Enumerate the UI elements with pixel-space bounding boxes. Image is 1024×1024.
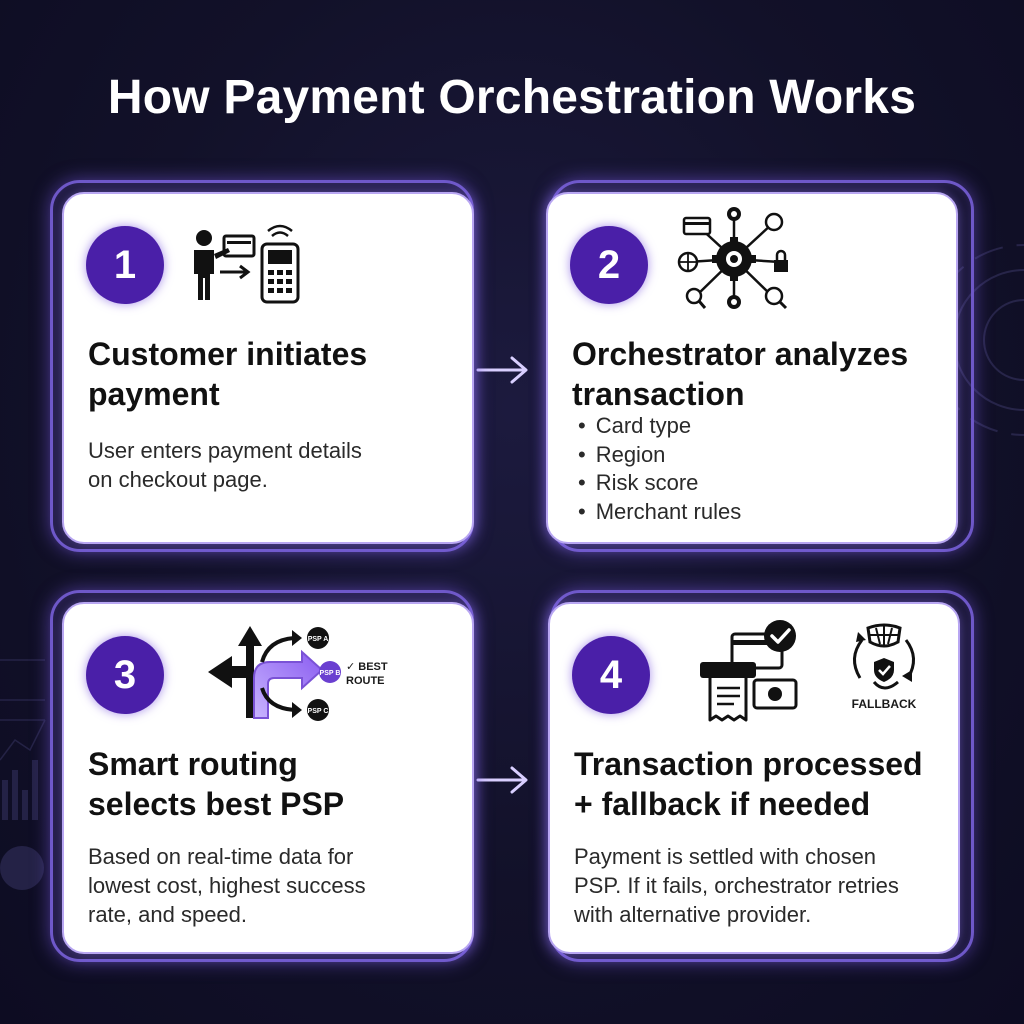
gear-network-icon	[677, 207, 788, 310]
step-number: 3	[86, 636, 164, 714]
list-item: Region	[578, 441, 741, 470]
step-number: 2	[570, 226, 648, 304]
customer-terminal-icon	[194, 224, 300, 304]
step-heading: Smart routing selects best PSP	[88, 746, 345, 822]
step-4-card: 4 FALLBACK Transaction processed + fallb…	[548, 602, 960, 954]
connector-arrow-3-4	[476, 766, 528, 794]
best-route-label: ✓ BEST	[346, 661, 388, 673]
step-description: Based on real-time data for lowest cost,…	[88, 844, 366, 927]
psp-c-label: PSP C	[308, 708, 329, 715]
criteria-list: Card type Region Risk score Merchant rul…	[578, 412, 742, 527]
psp-a-label: PSP A	[308, 636, 329, 643]
fallback-label: FALLBACK	[852, 697, 917, 711]
step-number: 4	[572, 636, 650, 714]
best-route-label-2: ROUTE	[346, 675, 385, 687]
list-item: Risk score	[578, 469, 741, 498]
step-description: User enters payment details on checkout …	[88, 438, 362, 492]
step-heading: Orchestrator analyzes transaction	[572, 336, 909, 412]
psp-b-label: PSP B	[320, 670, 341, 677]
connector-arrow-1-2	[476, 356, 528, 384]
receipt-fallback-icon: FALLBACK	[700, 620, 917, 722]
step-1-card: 1 Customer initiates payment User enters…	[62, 192, 474, 544]
list-item: Merchant rules	[578, 498, 742, 527]
step-description: Payment is settled with chosen PSP. If i…	[574, 844, 899, 927]
routing-arrows-icon: PSP A PSP B PSP C ✓ BEST ROUTE	[208, 626, 388, 721]
step-3-card: 3 PSP A PSP B PSP C ✓ BEST ROUTE Smart r…	[62, 602, 474, 954]
page-title: How Payment Orchestration Works	[107, 71, 917, 124]
step-number: 1	[86, 226, 164, 304]
step-heading: Customer initiates payment	[88, 336, 368, 412]
list-item: Card type	[578, 412, 741, 441]
step-2-card: 2 Orchestrator analyzes transaction	[546, 192, 958, 544]
step-heading: Transaction processed + fallback if need…	[574, 746, 923, 822]
